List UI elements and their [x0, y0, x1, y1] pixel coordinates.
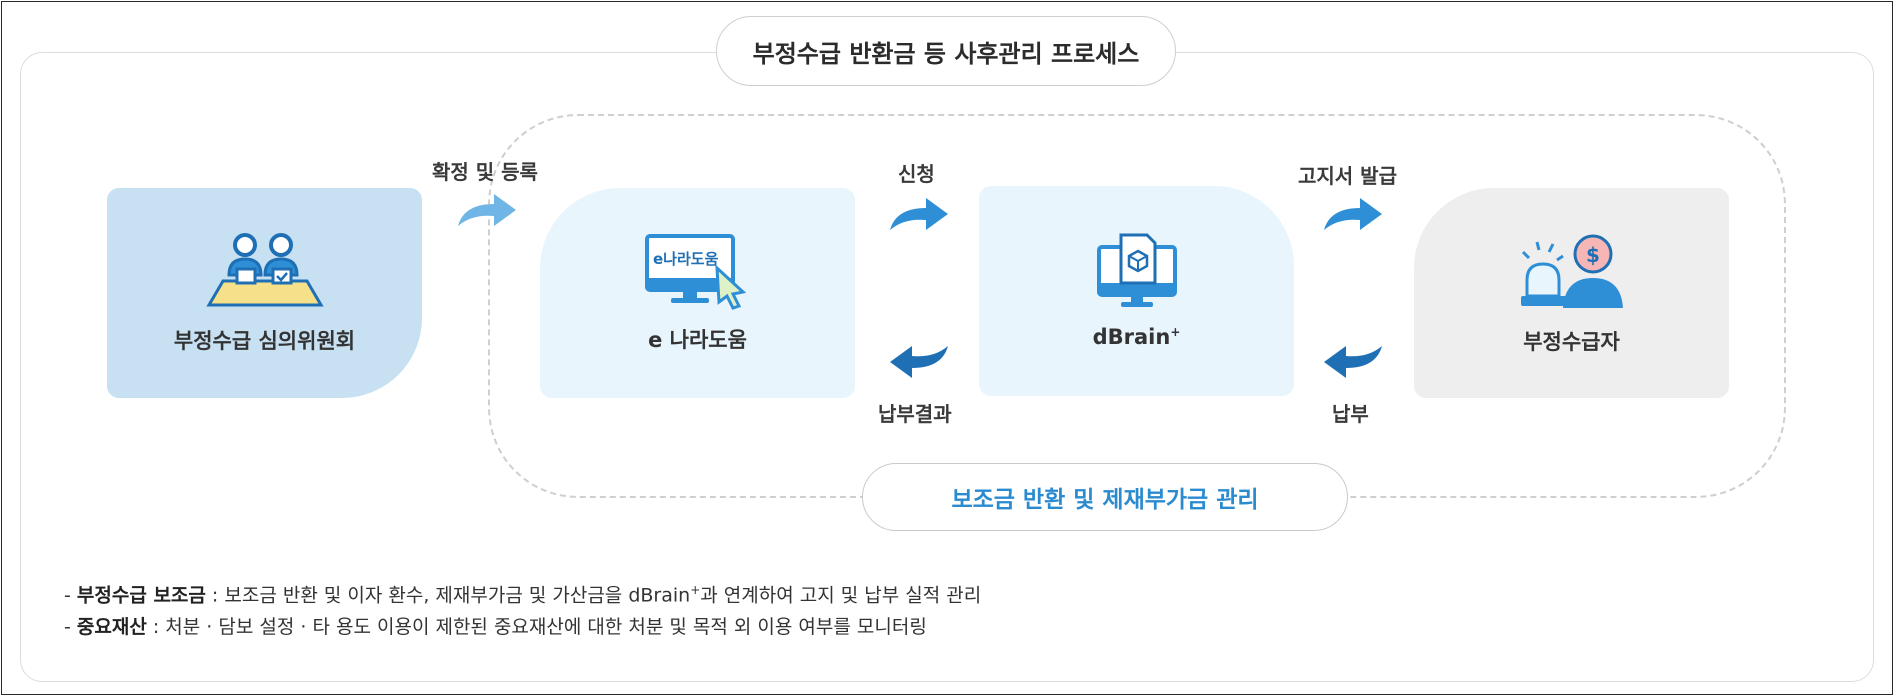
monitor-cursor-icon: e나라도움: [644, 234, 746, 310]
node-enara: e나라도움 e 나라도움: [540, 188, 855, 398]
node-recipient: $ 부정수급자: [1414, 188, 1729, 398]
edge-label-payment-result: 납부결과: [878, 402, 952, 426]
dbrain-plus: +: [1170, 325, 1181, 339]
edge-label-payment: 납부: [1332, 402, 1369, 426]
arrow-right-notice: [1324, 198, 1382, 230]
arrow-left-payment: [1324, 346, 1382, 378]
edge-label-confirm-register: 확정 및 등록: [432, 160, 538, 184]
managed-area-label: 보조금 반환 및 제재부가금 관리: [862, 463, 1348, 531]
node-dbrain: dBrain+: [979, 186, 1294, 396]
note-bullet: -: [64, 616, 77, 639]
monitor-document-icon: [1096, 233, 1177, 307]
committee-people-icon: [205, 233, 324, 307]
note-term: 중요재산: [76, 616, 147, 639]
node-committee-label: 부정수급 심의위원회: [173, 329, 356, 353]
note-item: - 중요재산 : 처분 · 담보 설정 · 타 용도 이용이 제한된 중요재산에…: [64, 611, 981, 643]
enara-logo-text: e나라도움: [653, 250, 719, 268]
note-term: 부정수급 보조금: [76, 584, 206, 607]
diagram-title: 부정수급 반환금 등 사후관리 프로세스: [716, 16, 1176, 86]
note-text: : 처분 · 담보 설정 · 타 용도 이용이 제한된 중요재산에 대한 처분 …: [146, 616, 927, 639]
notes: - 부정수급 보조금 : 보조금 반환 및 이자 환수, 제재부가금 및 가산금…: [64, 574, 981, 643]
alarm-person-dollar-icon: $: [1520, 234, 1623, 308]
svg-text:$: $: [1586, 243, 1600, 267]
node-enara-label: e 나라도움: [648, 328, 747, 352]
arrow-right-apply: [890, 198, 948, 230]
dbrain-text: dBrain: [1092, 325, 1171, 349]
arrow-left-payment-result: [890, 346, 948, 378]
node-recipient-label: 부정수급자: [1523, 330, 1620, 354]
note-bullet: -: [64, 584, 77, 607]
note-text: : 보조금 반환 및 이자 환수, 제재부가금 및 가산금을 dBrain: [205, 584, 691, 607]
arrow-right-light: [458, 194, 516, 226]
edge-label-apply: 신청: [898, 162, 935, 186]
node-dbrain-label: dBrain+: [1093, 325, 1181, 349]
note-text-cont: 과 연계하여 고지 및 납부 실적 관리: [700, 584, 982, 607]
note-item: - 부정수급 보조금 : 보조금 반환 및 이자 환수, 제재부가금 및 가산금…: [64, 574, 981, 611]
edge-label-notice-issue: 고지서 발급: [1298, 164, 1397, 188]
node-committee: 부정수급 심의위원회: [107, 188, 422, 398]
note-sup: +: [690, 583, 701, 597]
